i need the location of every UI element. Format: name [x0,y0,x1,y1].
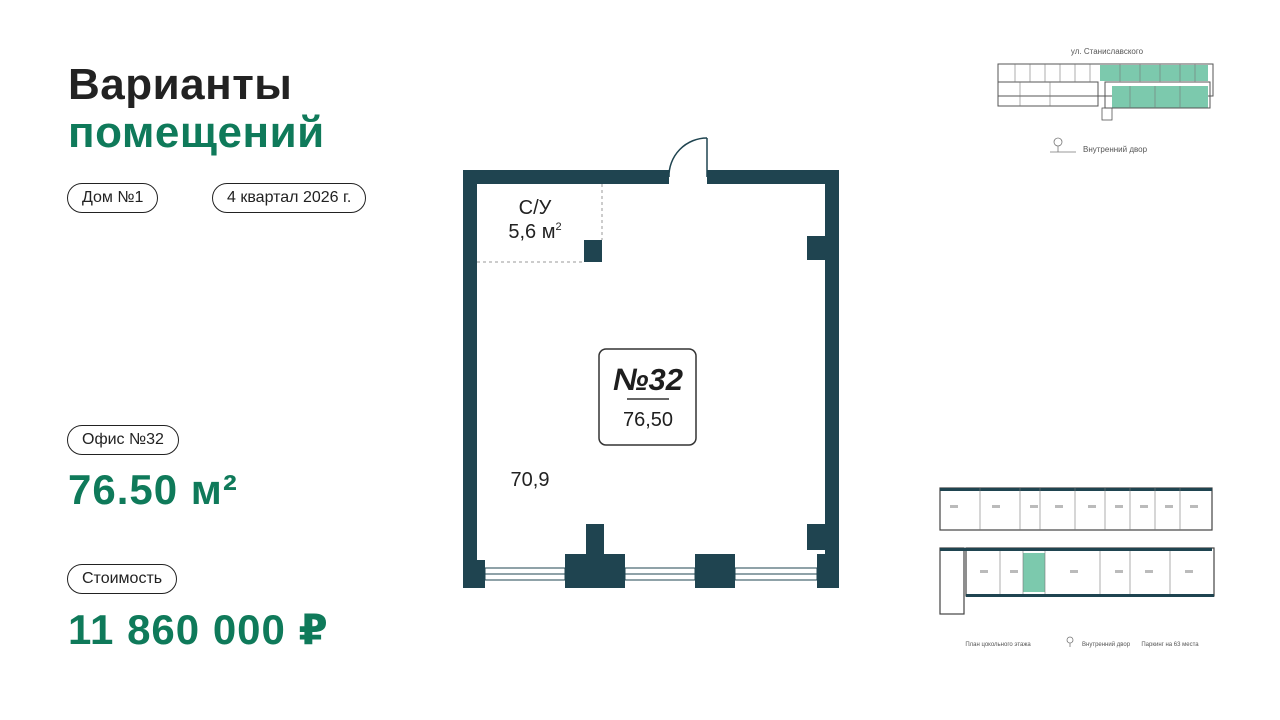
building-minimap-bottom: План цокольного этажа Внутренний двор Па… [939,487,1215,648]
cost-tag: Стоимость [67,564,178,594]
main-room-area: 70,9 [511,469,550,491]
room-badge [598,348,697,446]
bathroom-area: 5,6 м2 [508,221,561,243]
office-area-value: 76.50 м² [68,466,238,513]
tree-icon [1066,636,1074,647]
plan-windows [484,567,818,581]
room-total-area: 76,50 [623,409,673,431]
plan-walls [463,170,839,588]
page-title-line2: помещений [68,108,325,157]
building-minimap-top: ул. Станиславского Внутренний двор [997,47,1214,154]
highlight-office [1023,553,1045,592]
page-title-line1: Варианты [68,60,293,109]
floor-plan: С/У 5,6 м2 №32 76,50 70,9 [463,137,839,588]
highlight-section-lower [1112,86,1208,108]
price-value: 11 860 000 ₽ [68,606,329,653]
bathroom-label: С/У [519,197,552,219]
door-icon [668,137,708,178]
tree-icon [1050,137,1076,153]
room-number: №32 [613,362,683,397]
basement-caption: План цокольного этажа [965,642,1031,648]
highlight-section [1100,65,1208,81]
completion-tag: 4 квартал 2026 г. [212,183,367,213]
courtyard-caption: Внутренний двор [1082,641,1131,648]
house-tag: Дом №1 [67,183,159,213]
courtyard-label: Внутренний двор [1083,145,1148,154]
street-label: ул. Станиславского [1071,47,1144,56]
office-tag: Офис №32 [67,425,179,455]
parking-caption: Паркинг на 63 места [1141,642,1199,648]
